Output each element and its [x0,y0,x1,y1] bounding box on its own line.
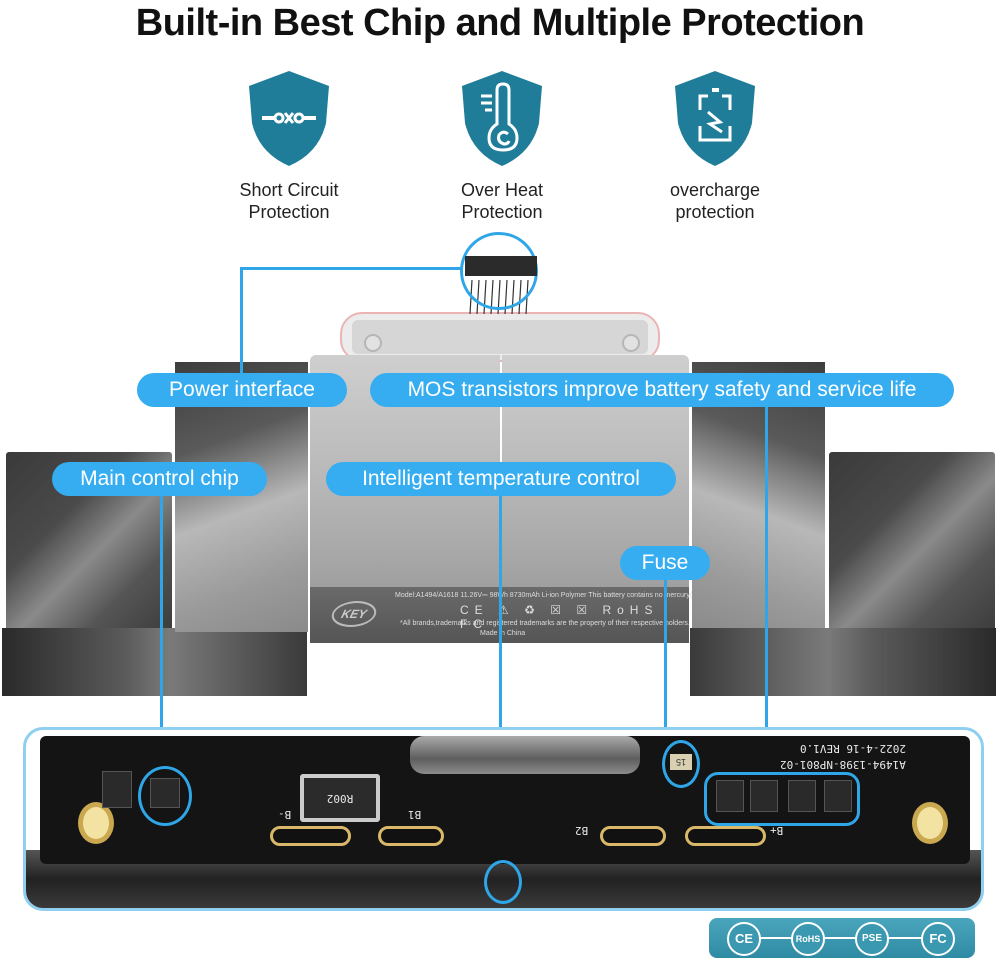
mos-transistor [716,780,744,812]
battery-cell [829,452,995,632]
battery-disclaimer: *All brands,trademarks and registered tr… [400,620,690,627]
main-chip-ring [138,766,192,826]
feature-over-heat: Over Heat Protection [412,68,592,223]
mos-transistor [750,780,778,812]
feature-caption: Over Heat Protection [460,180,544,222]
rohs-mark-icon: RoHS [791,922,825,956]
callout-mos-transistors: MOS transistors improve battery safety a… [370,373,954,407]
cert-line [734,937,949,939]
battery-base [690,628,996,696]
feature-overcharge: overcharge protection [625,68,805,223]
brand-logo: KEY [328,601,380,627]
ic-chip [102,771,132,808]
thermometer-icon [462,71,542,166]
solder-joints [410,736,640,774]
callout-power-interface: Power interface [137,373,347,407]
power-connector [465,256,537,276]
callout-fuse: Fuse [620,546,710,580]
pcb-preview [340,312,660,362]
battery-illustration: KEY Model:A1494/A1618 11.26V⎓ 98Wh 8730m… [0,220,1000,700]
callout-line [240,267,462,270]
ce-mark-icon: CE [727,922,761,956]
page-title: Built-in Best Chip and Multiple Protecti… [135,2,865,44]
battery-base [2,628,307,696]
callout-line [664,578,667,746]
pad-b-minus [270,826,351,846]
pcb-revision: 2022-4-16 REV1.0 [800,742,906,755]
battery-marks: CE ⚠ ♻ ☒ ☒ RoHS FC [460,603,659,631]
short-circuit-icon [249,71,329,166]
pcb-closeup-panel: R002 B- B1 B2 B+ 15 2022-4-16 REV1.0 A14… [23,727,984,911]
battery-cell [175,362,308,632]
temperature-sensor-ring [484,860,522,904]
callout-line [160,494,163,784]
feature-caption: overcharge protection [669,180,761,222]
mos-ring [704,772,860,826]
pad-b-plus [685,826,766,846]
callout-line [765,406,768,786]
callout-line [240,267,243,375]
battery-charge-icon [675,71,755,166]
fuse-ring [662,740,700,788]
battery-spec: Model:A1494/A1618 11.26V⎓ 98Wh 8730mAh L… [395,592,704,599]
mos-transistor [824,780,852,812]
pad-b2 [600,826,666,846]
pad-b1 [378,826,444,846]
feature-short-circuit: Short Circuit Protection [199,68,379,223]
pcb-part-number: A1494-1398-NP801-02 [780,758,906,771]
callout-line [499,494,502,864]
pse-mark-icon: PSE [855,922,889,956]
inductor: R002 [300,774,380,822]
callout-main-control-chip: Main control chip [52,462,267,496]
mounting-hole [912,802,948,844]
fcc-mark-icon: FC [921,922,955,956]
pcb-board: R002 B- B1 B2 B+ 15 2022-4-16 REV1.0 A14… [40,736,970,864]
certification-band: CE RoHS PSE FC [709,918,975,958]
callout-temperature-control: Intelligent temperature control [326,462,676,496]
mos-transistor [788,780,816,812]
mounting-hole [78,802,114,844]
battery-origin: Made in China [480,630,526,637]
feature-caption: Short Circuit Protection [239,180,339,222]
